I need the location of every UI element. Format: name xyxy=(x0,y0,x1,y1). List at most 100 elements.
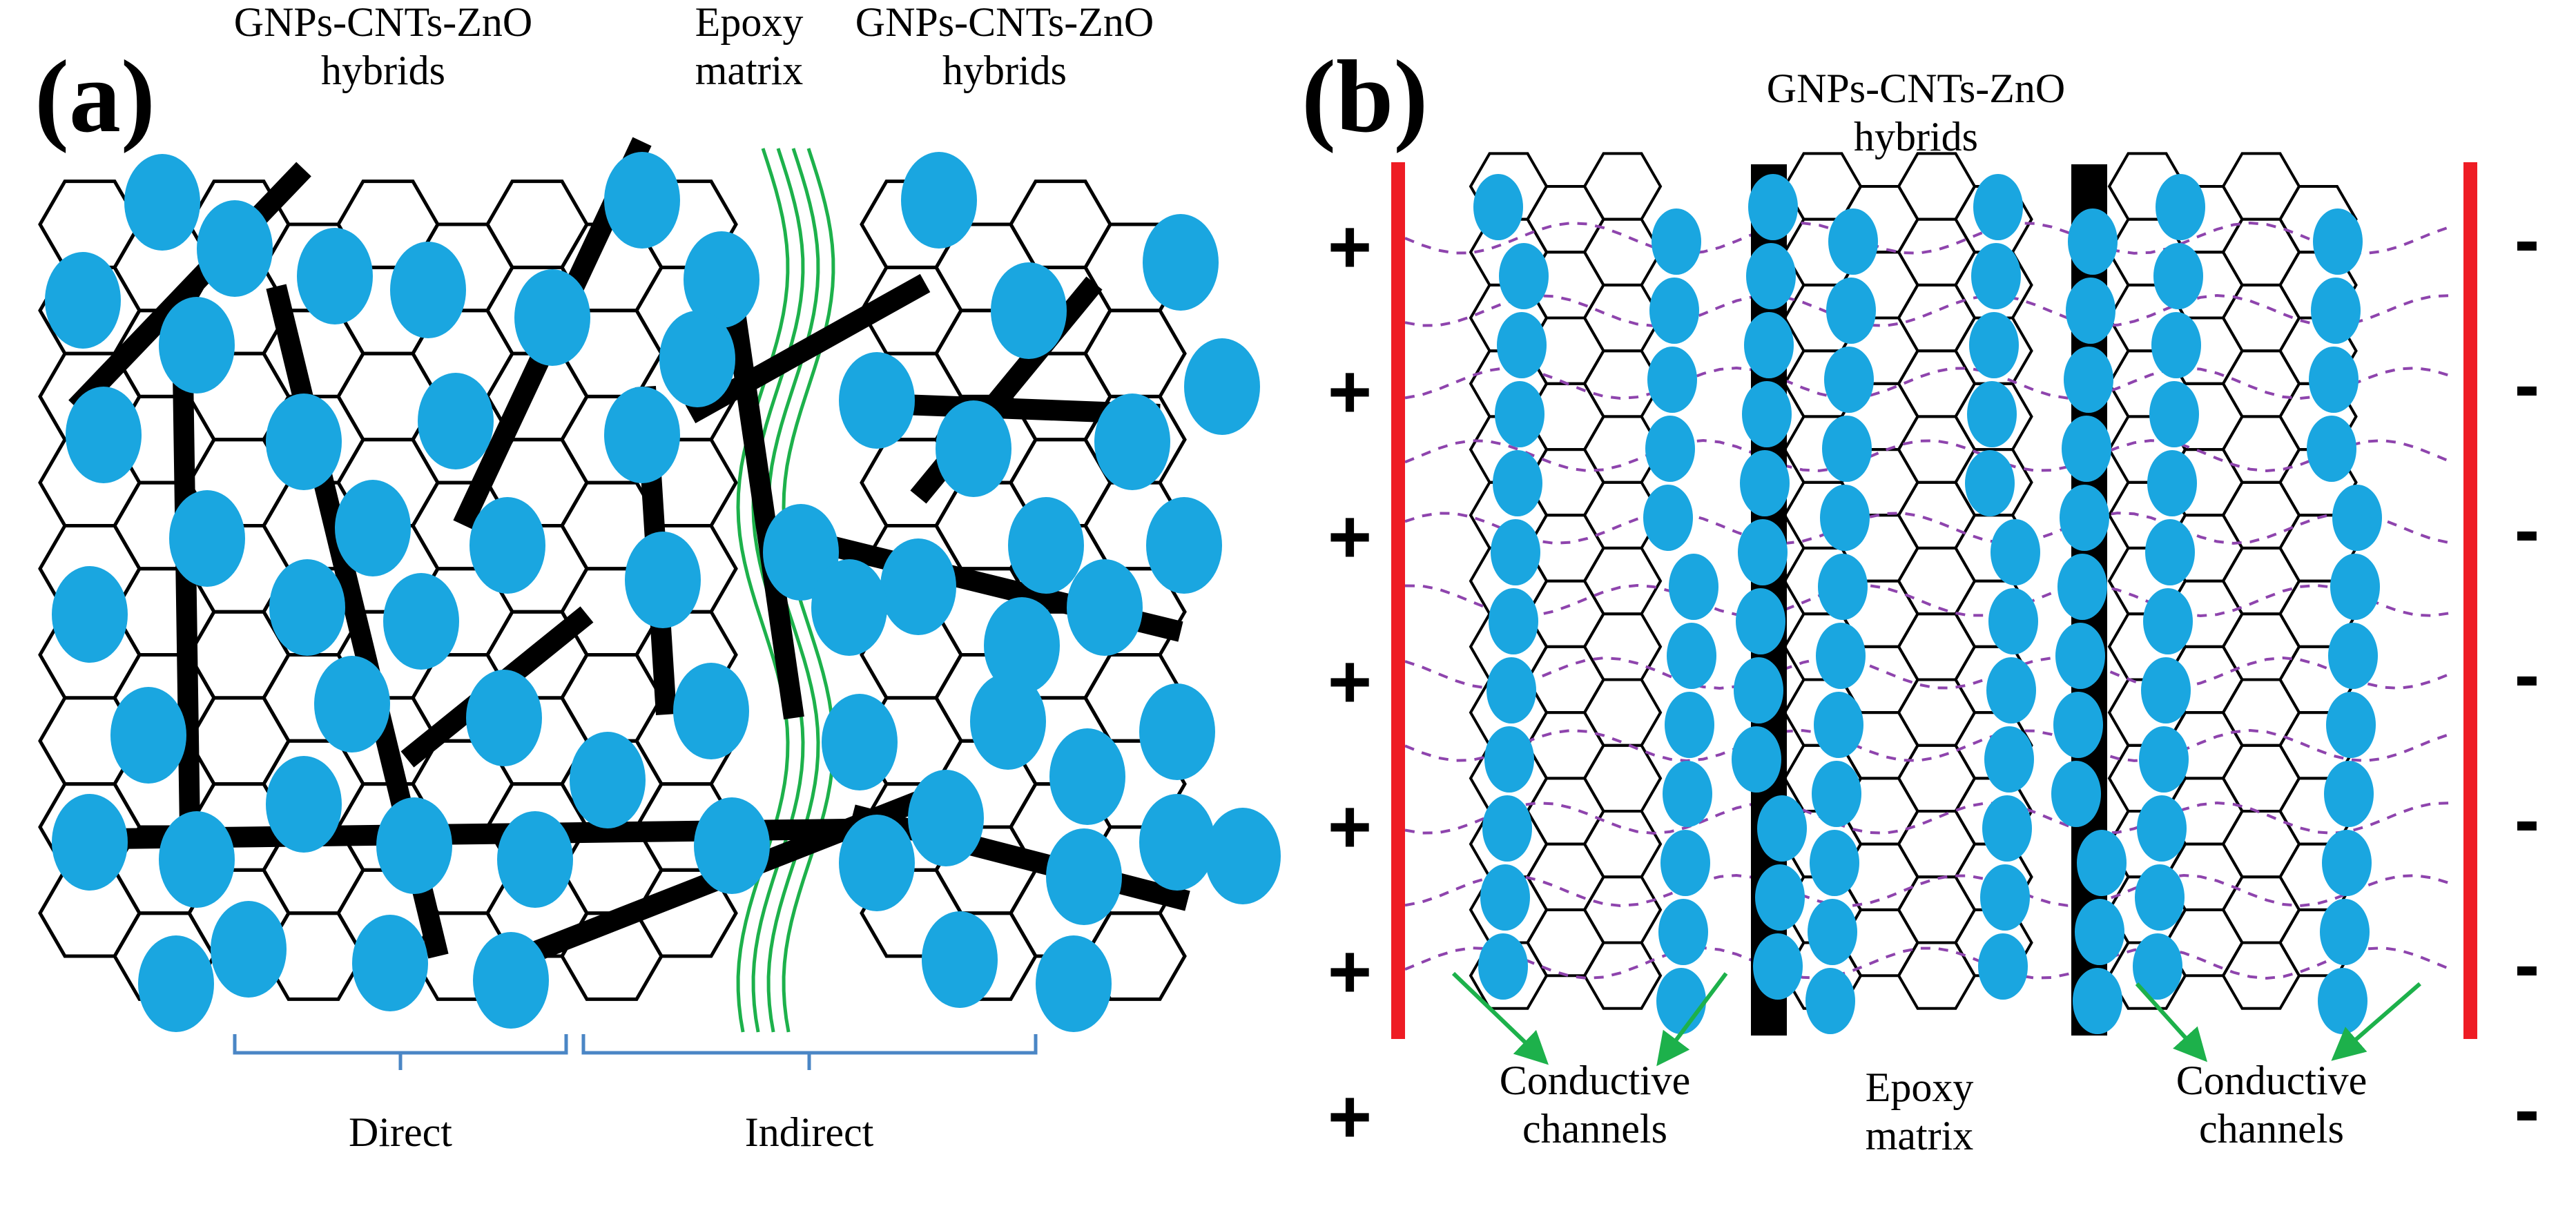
zno-particle-b xyxy=(2062,416,2111,482)
zno-particle xyxy=(52,566,128,663)
plus-sign: + xyxy=(1328,204,1372,289)
zno-particle xyxy=(1205,808,1281,904)
zno-particle xyxy=(604,387,680,483)
field-line xyxy=(1404,583,2450,618)
graphene-hexagon-b xyxy=(1526,842,1605,911)
arrow-conductive-left-1 xyxy=(1451,971,1549,1065)
zno-particle-b xyxy=(2073,968,2122,1034)
epoxy-a-line1: Epoxy xyxy=(695,0,804,45)
field-line xyxy=(1404,221,2450,255)
zno-particle-b xyxy=(2322,830,2372,896)
plus-sign: + xyxy=(1328,494,1372,579)
graphene-hexagon xyxy=(1009,179,1112,269)
zno-particle xyxy=(211,901,287,998)
zno-particle-b xyxy=(1742,381,1792,447)
graphene-hexagon-b xyxy=(1582,678,1663,747)
zno-particle xyxy=(604,152,680,249)
graphene-hexagon-b xyxy=(2221,678,2301,747)
graphene-hexagon-b xyxy=(2221,415,2301,484)
zno-particle-b xyxy=(1669,554,1718,620)
zno-particle-b xyxy=(1986,657,2036,723)
nanotube xyxy=(685,273,931,424)
zno-particle-b xyxy=(1978,933,2028,1000)
minus-sign: - xyxy=(2515,1067,2540,1152)
zno-particle-b xyxy=(1658,899,1708,965)
zno-particle-b xyxy=(2057,554,2107,620)
graphene-hexagon-b xyxy=(2221,152,2301,221)
charge-signs: +-+-+-+-+-+-+- xyxy=(1328,197,2539,1159)
minus-sign: - xyxy=(2515,197,2540,282)
zno-particle-b xyxy=(2051,761,2101,827)
zno-particle xyxy=(45,252,121,349)
zno-particle-b xyxy=(1808,899,1857,965)
direct-label: Direct xyxy=(349,1109,452,1155)
zno-particle-b xyxy=(2153,243,2203,309)
graphene-hexagon-b xyxy=(1582,744,1663,813)
zno-particle xyxy=(418,373,494,469)
zno-particle-b xyxy=(1740,450,1790,516)
zno-particle-b xyxy=(2143,588,2193,654)
zno-particle-b xyxy=(2149,381,2199,447)
zno-particle xyxy=(694,797,770,894)
zno-particle-b xyxy=(1820,485,1870,551)
graphene-hexagon-b xyxy=(2221,283,2301,353)
zno-particle-b xyxy=(1988,588,2038,654)
zno-particle-b xyxy=(2313,208,2363,275)
minus-sign: - xyxy=(2515,922,2540,1007)
graphene-hexagon-b xyxy=(1526,711,1605,780)
zno-particle-b xyxy=(1484,726,1534,793)
zno-particle xyxy=(124,154,200,251)
graphene-hexagon-b xyxy=(2221,744,2301,813)
zno-particles-b xyxy=(1473,174,2382,1034)
minus-sign: - xyxy=(2515,487,2540,572)
negative-electrode xyxy=(2463,162,2477,1039)
zno-particle xyxy=(901,152,977,249)
graphene-hexagon-b xyxy=(1582,217,1663,286)
zno-particle xyxy=(159,811,235,908)
graphene-hexagon-b xyxy=(1582,152,1663,221)
zno-particle xyxy=(138,935,214,1032)
field-line xyxy=(1404,801,2450,835)
zno-particle xyxy=(314,656,390,752)
zno-particle xyxy=(197,200,273,297)
zno-particle xyxy=(970,673,1046,770)
zno-particle-b xyxy=(1493,450,1542,516)
graphene-hexagon-b xyxy=(1897,941,1977,1010)
epoxy-a-line2: matrix xyxy=(695,48,804,93)
graphene-hexagon xyxy=(485,179,589,269)
zno-particle-b xyxy=(1980,864,2030,931)
panel-b-label: (b) xyxy=(1301,39,1428,154)
zno-particle-b xyxy=(1656,968,1706,1034)
graphene-hexagon-b xyxy=(1582,612,1663,681)
graphene-hexagon-b xyxy=(1897,546,1977,616)
zno-particle xyxy=(936,400,1011,497)
nanotube xyxy=(173,372,200,829)
graphene-hexagon-b xyxy=(1582,875,1663,944)
zno-particle xyxy=(66,387,142,483)
zno-particle xyxy=(822,694,898,790)
epoxy-line xyxy=(736,148,790,1033)
zno-particle xyxy=(352,915,428,1011)
nanotube xyxy=(68,162,311,415)
zno-particle xyxy=(1008,497,1084,594)
hybrid-right-line1: GNPs-CNTs-ZnO xyxy=(855,0,1154,45)
zno-particle-b xyxy=(1982,795,2032,862)
hybrid-b-line1: GNPs-CNTs-ZnO xyxy=(1767,66,2065,111)
electric-field-lines xyxy=(1404,221,2450,980)
zno-particle-b xyxy=(1971,243,2021,309)
nanotube xyxy=(850,804,1190,911)
plus-sign: + xyxy=(1328,639,1372,724)
arrow-conductive-left-2 xyxy=(1656,972,1728,1067)
zno-particle-b xyxy=(1816,623,1866,689)
zno-particle-b xyxy=(1744,312,1794,378)
graphene-hexagon-b xyxy=(1897,612,1977,681)
zno-particle-b xyxy=(2060,485,2109,551)
zno-particle-b xyxy=(1491,519,1540,585)
graphene-hexagon xyxy=(187,696,291,786)
zno-particle-b xyxy=(1748,174,1798,240)
zno-particles xyxy=(45,152,1281,1032)
hybrid-b-line2: hybrids xyxy=(1854,114,1978,159)
positive-electrode xyxy=(1391,162,1405,1039)
zno-particle-b xyxy=(2147,450,2197,516)
